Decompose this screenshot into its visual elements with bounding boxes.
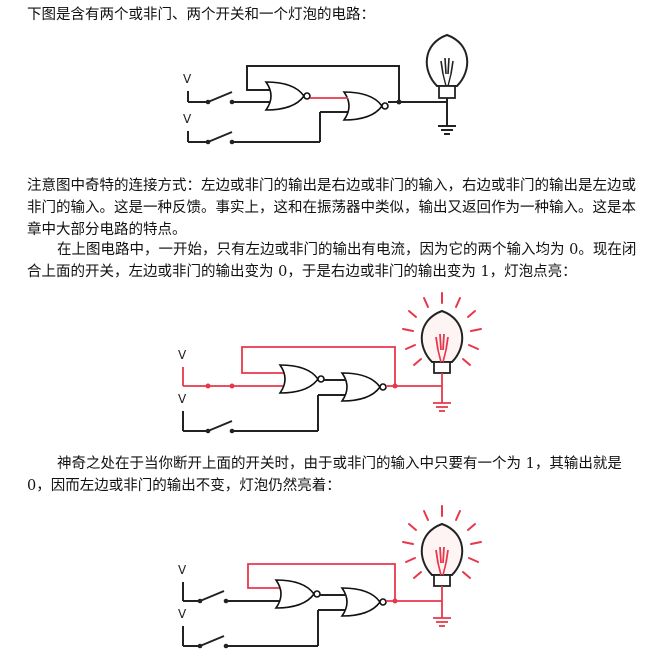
- voltage-label: V: [178, 392, 187, 406]
- voltage-label: V: [178, 563, 187, 577]
- voltage-source-top: V: [183, 72, 192, 102]
- light-bulb: [425, 33, 469, 99]
- nor-gate-right: [342, 91, 383, 121]
- paragraph-close-switch: 在上图电路中，一开始，只有左边或非门的输出有电流，因为它的两个输入均为 0。现在…: [27, 242, 637, 280]
- bottom-switch[interactable]: [199, 635, 225, 647]
- nor-gate-left: [278, 364, 319, 394]
- voltage-label: V: [183, 72, 192, 86]
- nor-gate-right: [340, 587, 381, 617]
- voltage-source-top: V: [178, 563, 187, 601]
- voltage-label: V: [183, 112, 192, 126]
- paragraph-open-switch: 神奇之处在于当你断开上面的开关时，由于或非门的输入中只要有一个为 1，其输出就是…: [27, 456, 622, 494]
- voltage-label: V: [178, 607, 187, 621]
- paragraph-feedback: 注意图中奇特的连接方式：左边或非门的输出是右边或非门的输入，右边或非门的输出是左…: [27, 178, 636, 238]
- top-switch[interactable]: [207, 91, 233, 103]
- voltage-source-bottom: V: [183, 112, 192, 142]
- paragraph-intro: 下图是含有两个或非门、两个开关和一个灯泡的电路：: [27, 7, 375, 23]
- circuit-figure-2: V V: [178, 292, 482, 434]
- light-bulb: [420, 522, 464, 587]
- nor-gate-left: [274, 579, 315, 609]
- nor-gate-right: [340, 372, 381, 402]
- top-switch[interactable]: [199, 590, 225, 602]
- circuit-figure-1: V V: [183, 33, 469, 145]
- light-rays: [402, 292, 482, 366]
- bottom-switch[interactable]: [207, 420, 233, 432]
- light-rays: [402, 505, 482, 579]
- voltage-source-bottom: V: [178, 392, 187, 431]
- voltage-label: V: [178, 348, 187, 362]
- voltage-source-bottom: V: [178, 607, 187, 646]
- ground-symbol: [433, 402, 451, 412]
- bottom-switch[interactable]: [207, 131, 233, 143]
- voltage-source-top: V: [178, 348, 187, 386]
- light-bulb: [420, 309, 464, 374]
- ground-symbol: [433, 617, 451, 627]
- nor-gate-left: [264, 81, 305, 111]
- circuit-figure-3: V V: [178, 505, 482, 649]
- ground-symbol: [438, 125, 456, 135]
